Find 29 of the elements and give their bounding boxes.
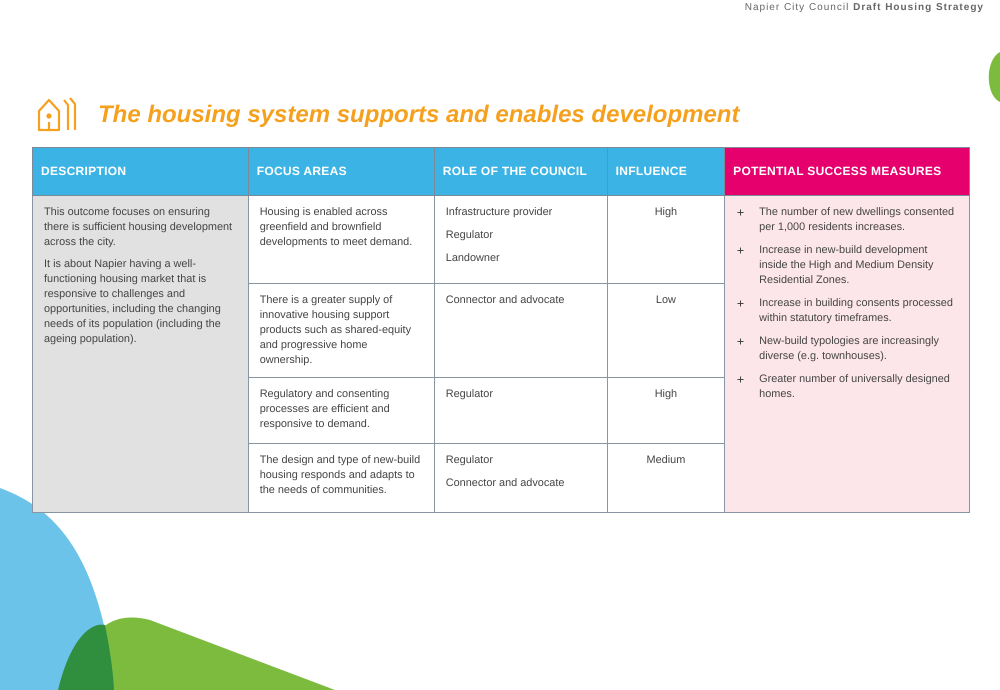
bullet-text: New-build typologies are increasingly diverse (e.g. townhouses). <box>759 335 939 362</box>
table-cell: Connector and advocate <box>434 284 608 378</box>
page-title: The housing system supports and enables development <box>98 101 740 129</box>
cell-text: Landowner <box>446 251 501 266</box>
table-cell: Low <box>607 284 725 378</box>
cell-text: Regulator <box>446 228 494 243</box>
table-cell: High <box>607 378 725 444</box>
table-cell: High <box>607 196 725 284</box>
table-cell: Regulator <box>434 378 608 444</box>
column-header: FOCUS AREAS <box>248 148 434 196</box>
cell-text: Regulator <box>446 453 494 468</box>
column-header: INFLUENCE <box>607 148 725 196</box>
bullet-text: Increase in building consents processed within statutory timeframes. <box>759 297 953 324</box>
column-header: POTENTIAL SUCCESS MEASURES <box>724 148 970 196</box>
column-header: DESCRIPTION <box>32 148 248 196</box>
page-header: Napier City Council Draft Housing Strategy <box>744 2 984 13</box>
table-cell: Medium <box>607 444 725 512</box>
table-cell: Regulatory and consenting processes are efficient and responsive to demand. <box>248 378 434 444</box>
cell-text: It is about Napier having a well-functioning housing market that is responsive to challenges and opportunities, including the changing needs of its population (including the ageing population). <box>44 257 222 347</box>
cell-text: Infrastructure provider <box>446 205 554 220</box>
bullet-text: Greater number of universally designed homes. <box>759 373 950 400</box>
cell-text: Connector and advocate <box>446 476 566 491</box>
table-cell: There is a greater supply of innovative housing support products such as shared-equity and progressive home ownership. <box>248 284 434 378</box>
column-header: ROLE OF THE COUNCIL <box>434 148 608 196</box>
table-cell: Housing is enabled across greenfield and brownfield developments to meet demand. <box>248 196 434 284</box>
cell-text: This outcome focuses on ensuring there is sufficient housing development across the city. <box>44 205 234 250</box>
bullet-text: Increase in new-build development inside the High and Medium Density Residential Zones. <box>759 244 934 286</box>
table-cell: The design and type of new-build housing responds and adapts to the needs of communities. <box>248 444 434 512</box>
bullet-text: The number of new dwellings consented per 1,000 residents increases. <box>759 206 954 233</box>
